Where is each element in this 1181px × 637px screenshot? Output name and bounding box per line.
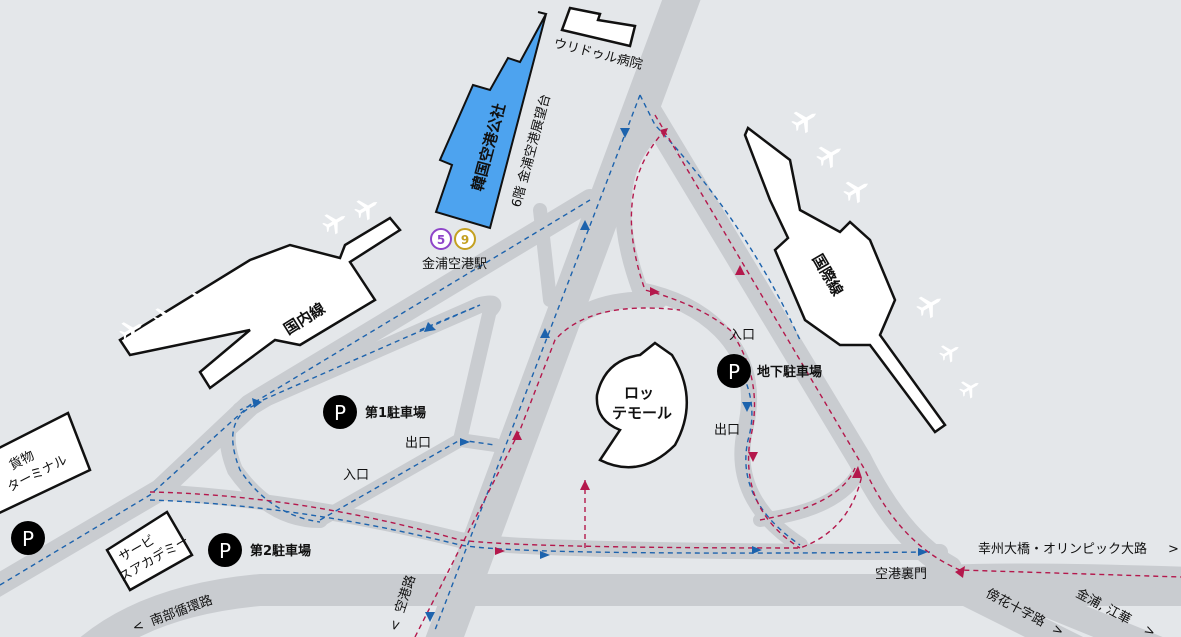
service-academy-building <box>105 510 194 592</box>
parking-icon <box>11 521 45 555</box>
p1-exit-label: 出口 <box>405 436 431 451</box>
arrow-icon <box>852 466 862 478</box>
red-route-airport <box>414 307 681 637</box>
arrow-icon <box>742 402 752 412</box>
blue-route-p1 <box>239 304 481 411</box>
parking-symbol: P <box>334 401 346 425</box>
banghwa-road <box>927 567 1084 637</box>
arrow-icon <box>580 480 590 490</box>
blue-route-underground <box>734 359 801 546</box>
arrow-right-icon: > <box>1049 621 1066 637</box>
station-label: 金浦空港駅 <box>422 256 487 272</box>
parking-icon <box>717 354 751 388</box>
underground-ramp <box>753 463 867 527</box>
red-route-intl <box>654 114 1181 578</box>
parking-2[interactable]: P 第2駐車場 <box>208 533 311 567</box>
back-gate-label: 空港裏門 <box>875 567 927 582</box>
arrow-right-icon: > <box>1141 622 1158 637</box>
parking-icon <box>323 395 357 429</box>
gimpo-road <box>987 572 1163 637</box>
loop-road <box>219 397 328 528</box>
parking-1[interactable]: P 第1駐車場 <box>323 395 426 429</box>
domestic-terminal <box>118 216 402 390</box>
blue-route-p1-entry <box>319 439 496 521</box>
arrow-icon <box>424 322 436 332</box>
parking-symbol: P <box>22 527 34 551</box>
arrow-icon <box>425 612 435 622</box>
arrow-icon <box>748 452 758 462</box>
arrow-right-icon: > <box>1168 542 1179 557</box>
underground-exit-label: 出口 <box>714 423 740 438</box>
arrow-icon <box>540 328 550 338</box>
red-route-loop <box>630 129 801 549</box>
route-arrows <box>252 128 965 622</box>
lotte-label-2: テモール <box>612 404 672 422</box>
station-badges: 5 9 <box>430 228 476 250</box>
blue-route-domestic <box>0 199 591 586</box>
routes <box>0 94 1181 637</box>
arrow-icon <box>660 128 668 138</box>
arrow-icon <box>252 398 262 408</box>
haengju-text: 幸州大橋・オリンピック大路 <box>978 541 1147 557</box>
parking-cargo[interactable]: P <box>11 521 45 555</box>
arrow-icon <box>495 547 505 555</box>
line9-icon <box>454 228 476 250</box>
haengju-label: 幸州大橋・オリンピック大路 > <box>978 541 1179 557</box>
blue-route-service <box>149 499 931 554</box>
international-terminal <box>743 126 947 434</box>
line5-icon <box>430 228 452 250</box>
arrow-icon <box>918 548 928 556</box>
blue-route-intl <box>639 94 801 341</box>
parking-icon <box>208 533 242 567</box>
arrow-icon <box>540 551 550 559</box>
p1-exit-road <box>453 303 497 447</box>
inner-loop <box>615 122 808 553</box>
parking-2-label: 第2駐車場 <box>250 543 311 559</box>
red-route-service <box>149 474 863 549</box>
lotte-link <box>542 291 668 353</box>
hospital-building <box>560 6 637 48</box>
parking-symbol: P <box>219 539 231 563</box>
arrow-icon <box>460 438 470 446</box>
arrow-icon <box>620 128 630 138</box>
p1-entrance-label: 入口 <box>343 468 369 483</box>
arrow-icon <box>580 220 590 230</box>
arrow-left-icon: < <box>387 618 405 633</box>
kac-building <box>434 11 548 230</box>
line9-label: 9 <box>461 233 469 247</box>
blue-route-loop <box>232 404 321 523</box>
lotte-label-1: ロッ <box>624 384 654 402</box>
blue-route-airport-road <box>434 94 641 631</box>
underground-entrance-label: 入口 <box>729 328 755 343</box>
arrow-icon <box>955 566 965 578</box>
parking-1-label: 第1駐車場 <box>365 405 426 421</box>
south-loop-road <box>80 574 1181 637</box>
arrow-icon <box>752 546 762 554</box>
parking-underground[interactable]: P 地下駐車場 <box>717 354 822 388</box>
line5-label: 5 <box>437 233 445 247</box>
lotte-mall-building <box>595 341 688 469</box>
arrow-icon <box>735 265 745 275</box>
red-route-ramp <box>759 467 856 521</box>
arrow-left-icon: < <box>131 618 146 636</box>
arrow-icon <box>650 287 660 296</box>
arrow-icon <box>512 430 522 440</box>
underground-parking-label: 地下駐車場 <box>757 364 822 380</box>
cargo-terminal <box>0 411 92 515</box>
station-link <box>533 203 557 307</box>
parking-symbol: P <box>728 360 740 384</box>
